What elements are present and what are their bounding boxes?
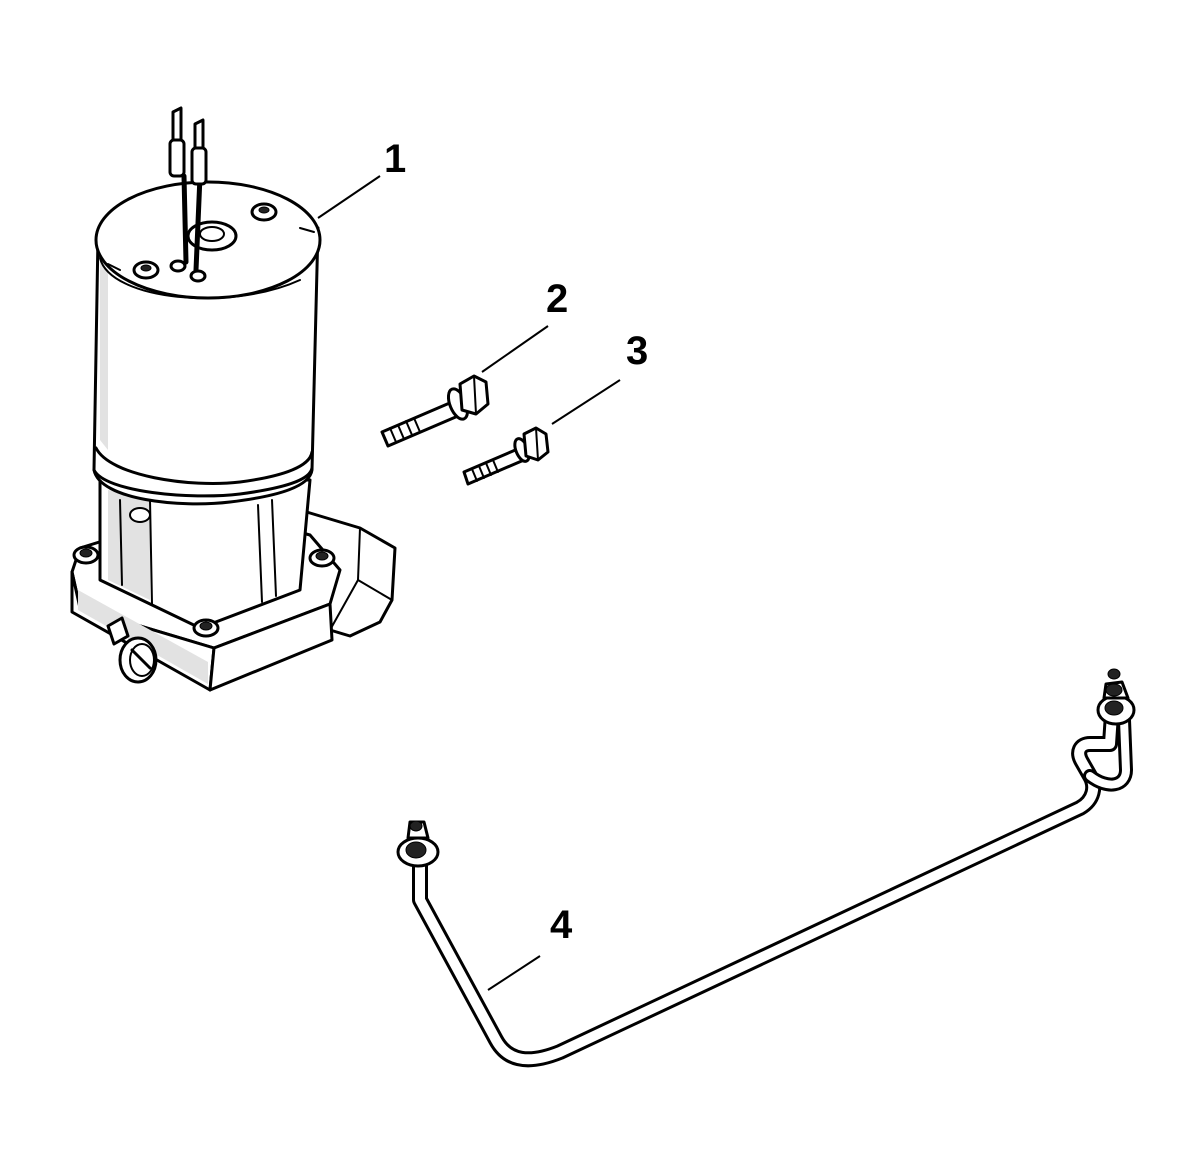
hydraulic-tube (396, 668, 1136, 1068)
bolt-small (462, 426, 550, 486)
tube-fitting-right (1096, 668, 1136, 726)
callout-number-2: 2 (546, 277, 568, 321)
callout-leader-2 (481, 325, 549, 373)
tube-fitting-left (396, 820, 440, 868)
motor-top-bolt (250, 202, 278, 222)
callout-number-3: 3 (626, 329, 648, 373)
pump-motor-assembly (70, 106, 397, 692)
fill-plug (106, 616, 158, 684)
base-bolt (308, 548, 336, 568)
callout-leader-3 (551, 379, 621, 425)
motor-top-bolt (132, 260, 160, 280)
callout-number-4: 4 (550, 903, 573, 947)
bolt-large (380, 374, 490, 448)
callout-leader-4 (487, 955, 541, 991)
base-bolt (72, 545, 100, 565)
callout-number-1: 1 (384, 137, 406, 181)
wire-leads (168, 106, 208, 283)
base-bolt (192, 618, 220, 638)
callout-leader-1 (317, 175, 381, 219)
